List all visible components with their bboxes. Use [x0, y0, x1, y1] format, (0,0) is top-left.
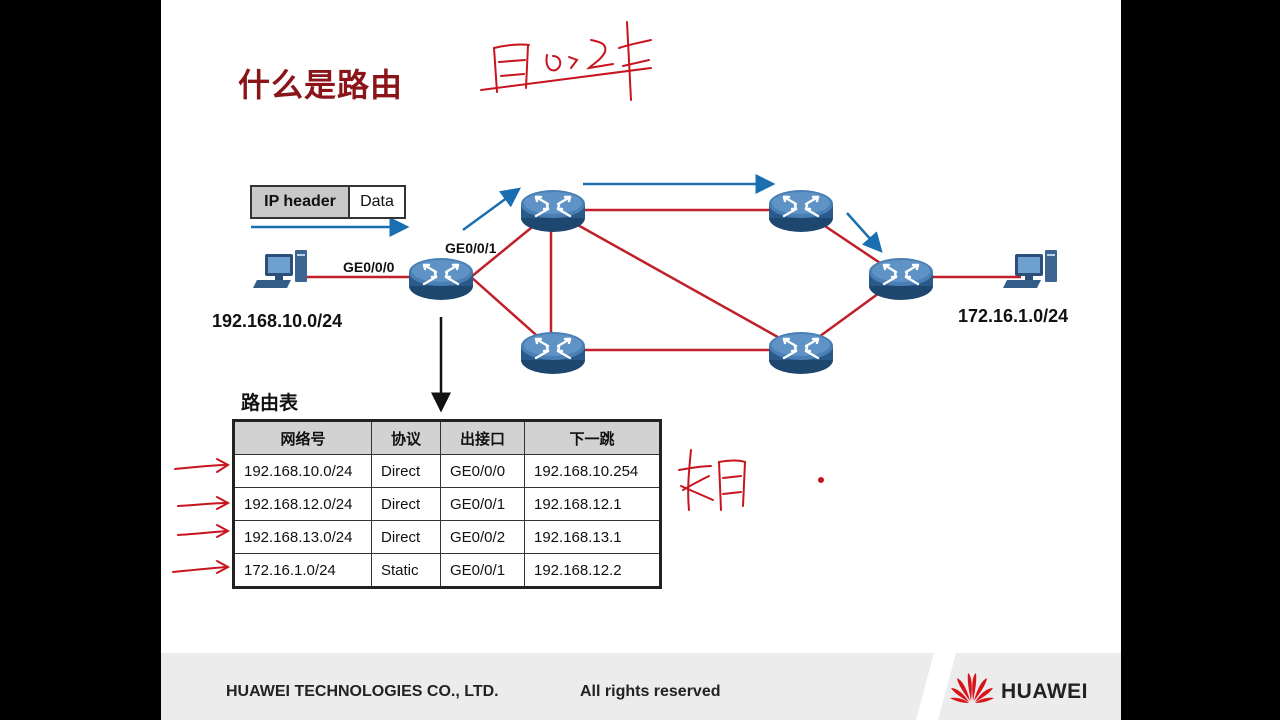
router-r1	[407, 256, 475, 302]
cell-interface: GE0/0/1	[440, 487, 525, 521]
cell-interface: GE0/0/2	[440, 520, 525, 554]
table-row: 172.16.1.0/24 Static GE0/0/1 192.168.12.…	[233, 553, 661, 588]
column-header: 出接口	[440, 420, 525, 455]
slide: 什么是路由 IP header Data GE0/0/0 GE0/0/1 192…	[161, 0, 1121, 720]
interface-label-ge000: GE0/0/0	[343, 259, 395, 275]
handwritten-annotation-top	[480, 21, 652, 101]
cell-protocol: Direct	[371, 454, 441, 488]
footer-rights: All rights reserved	[580, 683, 721, 700]
network-diagram	[172, 21, 1057, 574]
router-r2	[519, 188, 587, 234]
cell-next-hop: 192.168.12.1	[524, 487, 661, 521]
handwritten-annotation-right	[678, 449, 824, 511]
cell-next-hop: 192.168.13.1	[524, 520, 661, 554]
network-label-left: 192.168.10.0/24	[212, 311, 343, 331]
handwritten-row-marks	[172, 458, 231, 574]
cell-protocol: Direct	[371, 487, 441, 521]
table-row: 192.168.13.0/24 Direct GE0/0/2 192.168.1…	[233, 520, 661, 554]
table-row: 192.168.12.0/24 Direct GE0/0/1 192.168.1…	[233, 487, 661, 521]
table-header-row: 网络号 协议 出接口 下一跳	[233, 420, 661, 455]
cell-network: 192.168.12.0/24	[233, 487, 372, 521]
flow-arrows	[251, 174, 883, 253]
cell-protocol: Direct	[371, 520, 441, 554]
slide-footer: HUAWEI TECHNOLOGIES CO., LTD. All rights…	[161, 653, 1121, 720]
cell-next-hop: 192.168.12.2	[524, 553, 661, 588]
footer-company: HUAWEI TECHNOLOGIES CO., LTD.	[226, 683, 499, 700]
column-header: 下一跳	[524, 420, 661, 455]
cell-network: 192.168.13.0/24	[233, 520, 372, 554]
interface-label-ge001: GE0/0/1	[445, 240, 497, 256]
router-r6	[867, 256, 935, 302]
router-r3	[519, 330, 587, 376]
column-header: 网络号	[233, 420, 372, 455]
network-links	[307, 208, 1021, 352]
routing-table-title: 路由表	[241, 392, 299, 414]
packet-diagram: IP header Data	[250, 185, 406, 219]
flow-arrow-r1	[462, 187, 522, 232]
routing-table: 网络号 协议 出接口 下一跳 192.168.10.0/24 Direct GE…	[232, 419, 662, 589]
data-block: Data	[350, 187, 404, 217]
computer-icon-left	[253, 250, 307, 288]
cell-interface: GE0/0/1	[440, 553, 525, 588]
computer-icon-right	[1003, 250, 1057, 288]
link-r2-r5	[550, 208, 802, 352]
cell-interface: GE0/0/0	[440, 454, 525, 488]
slide-title: 什么是路由	[238, 66, 404, 104]
cell-network: 192.168.10.0/24	[233, 454, 372, 488]
table-row: 192.168.10.0/24 Direct GE0/0/0 192.168.1…	[233, 454, 661, 488]
cell-protocol: Static	[371, 553, 441, 588]
column-header: 协议	[371, 420, 441, 455]
ip-header-block: IP header	[252, 187, 350, 217]
cell-next-hop: 192.168.10.254	[524, 454, 661, 488]
network-label-right: 172.16.1.0/24	[958, 306, 1069, 326]
router-r4	[767, 188, 835, 234]
flow-arrow-r4	[846, 212, 883, 253]
footer-divider	[916, 653, 956, 720]
cell-network: 172.16.1.0/24	[233, 553, 372, 588]
huawei-logo-icon	[950, 673, 994, 703]
router-r5	[767, 330, 835, 376]
footer-brand: HUAWEI	[1001, 680, 1088, 703]
